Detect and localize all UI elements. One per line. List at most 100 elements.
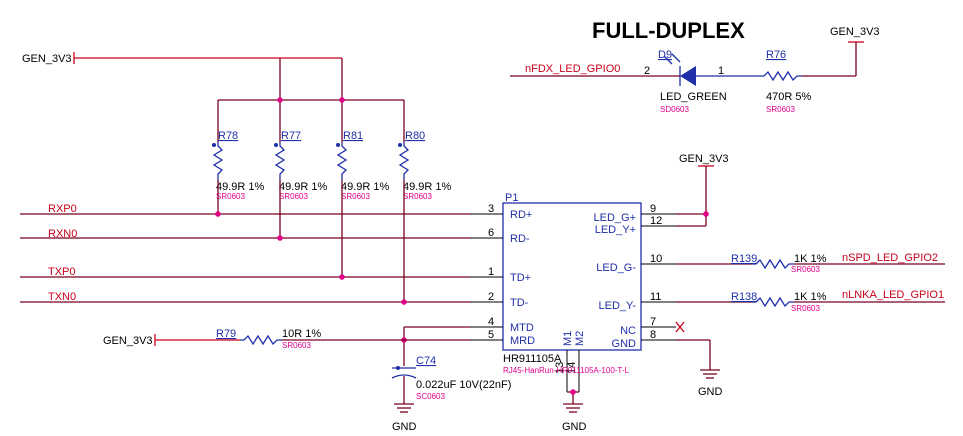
- footprint-label: SR0603: [403, 192, 432, 201]
- pin-name: LED_Y-: [598, 300, 636, 312]
- net-label: TXP0: [48, 266, 76, 278]
- resistor-r78[interactable]: R78 49.9R 1% SR0603: [212, 130, 265, 214]
- pin-name: M2: [574, 331, 586, 346]
- footprint-label: SR0603: [791, 265, 820, 274]
- power-port-gen-3v3-top-right: GEN_3V3: [830, 26, 880, 76]
- net-label: RXN0: [48, 228, 77, 240]
- pin-name: M1: [562, 331, 574, 346]
- power-label: GEN_3V3: [103, 335, 153, 347]
- power-port-gen-3v3-mid: GEN_3V3: [676, 153, 729, 227]
- mtd-mrd-wires: [401, 326, 470, 366]
- pin-name: LED_G-: [596, 262, 636, 274]
- ref-label: R138: [731, 291, 757, 303]
- connector-p1[interactable]: P1 3 6 1 2 4 5 RD+ RD- TD+ TD- MTD MRD 9…: [470, 192, 676, 392]
- power-label: GND: [562, 421, 587, 433]
- net-rxn0: RXN0: [20, 228, 470, 241]
- net-label: TXN0: [48, 291, 76, 303]
- value-label: 49.9R 1%: [279, 181, 328, 193]
- net-label: nFDX_LED_GPIO0: [525, 63, 620, 75]
- footprint-label: SR0603: [341, 192, 370, 201]
- pin-num: 5: [488, 329, 494, 341]
- ic-ref: P1: [505, 192, 518, 204]
- pin-num: 10: [650, 253, 662, 265]
- net-label: nLNKA_LED_GPIO1: [842, 289, 944, 301]
- ref-label: R139: [731, 253, 757, 265]
- ref-label: R76: [766, 49, 786, 61]
- resistor-r77[interactable]: R77 49.9R 1% SR0603: [274, 130, 328, 238]
- value-label: 1K 1%: [794, 253, 827, 265]
- pin-name: TD-: [510, 297, 529, 309]
- ref-label: R81: [343, 130, 363, 142]
- net-rxp0: RXP0: [20, 203, 470, 217]
- net-label: RXP0: [48, 203, 77, 215]
- pin-name: TD+: [510, 272, 531, 284]
- ground-port-c74: GND: [392, 403, 417, 433]
- ref-label: R80: [405, 130, 425, 142]
- pin-num: 13: [554, 362, 566, 374]
- power-label: GND: [392, 421, 417, 433]
- value-label: 49.9R 1%: [341, 181, 390, 193]
- pin-num: 9: [650, 203, 656, 215]
- pin-name: RD-: [510, 233, 530, 245]
- pin-num: 8: [650, 329, 656, 341]
- pin-name: LED_Y+: [595, 224, 636, 236]
- footprint-label: SD0603: [660, 105, 689, 114]
- pin-num: 2: [644, 65, 650, 77]
- footprint-label: SR0603: [282, 341, 311, 350]
- resistor-r81[interactable]: R81 49.9R 1% SR0603: [336, 130, 390, 277]
- footprint-label: SR0603: [279, 192, 308, 201]
- pin-name: RD+: [510, 209, 532, 221]
- pin-name: MTD: [510, 322, 534, 334]
- value-label: 49.9R 1%: [403, 181, 452, 193]
- footprint-label: SR0603: [216, 192, 245, 201]
- nc-marker: [675, 321, 685, 333]
- value-label: 0.022uF 10V(22nF): [416, 379, 511, 391]
- ic-footprint: RJ45-HanRun-HR911105A-100-T-L: [503, 366, 630, 375]
- bias-network-wires: [217, 58, 405, 142]
- pin-name: MRD: [510, 335, 535, 347]
- power-port-gen-3v3-left-top: GEN_3V3: [22, 52, 342, 65]
- net-nfdx: nFDX_LED_GPIO0: [510, 63, 680, 77]
- pin-name: NC: [620, 325, 636, 337]
- resistor-r139[interactable]: R139 1K 1% SR0603 nSPD_LED_GPIO2: [676, 252, 945, 274]
- ground-port-right: GND: [676, 339, 723, 398]
- pin-num: 11: [650, 291, 661, 303]
- pin-name: LED_G+: [594, 212, 637, 224]
- ref-label: C74: [416, 355, 436, 367]
- power-label: GEN_3V3: [22, 53, 72, 65]
- pin-num: 7: [650, 316, 656, 328]
- pin-num: 2: [488, 291, 494, 303]
- value-label: 10R 1%: [282, 328, 321, 340]
- ref-label: R77: [281, 130, 301, 142]
- pin-num: 14: [566, 362, 578, 374]
- power-port-gen-3v3-left-bottom: GEN_3V3: [103, 334, 240, 347]
- resistor-r79[interactable]: R79 10R 1% SR0603: [216, 328, 470, 350]
- schematic-title: FULL-DUPLEX: [592, 18, 745, 43]
- net-txn0: TXN0: [20, 291, 470, 305]
- power-label: GND: [698, 386, 723, 398]
- net-txp0: TXP0: [20, 266, 470, 280]
- net-label: nSPD_LED_GPIO2: [842, 252, 938, 264]
- power-label: GEN_3V3: [830, 26, 880, 38]
- resistor-r76[interactable]: R76 470R 5% SR0603: [760, 49, 856, 114]
- capacitor-c74[interactable]: C74 0.022uF 10V(22nF) SC0603: [391, 355, 511, 404]
- ref-label: D9: [658, 49, 672, 61]
- ic-part-number: HR911105A: [503, 353, 562, 365]
- pin-num: 3: [488, 203, 494, 215]
- ground-port-m: GND: [562, 389, 587, 433]
- footprint-label: SR0603: [766, 105, 795, 114]
- value-label: LED_GREEN: [660, 91, 727, 103]
- pin-num: 1: [488, 266, 494, 278]
- pin-num: 12: [650, 215, 662, 227]
- pin-num: 1: [718, 65, 724, 77]
- power-label: GEN_3V3: [679, 153, 729, 165]
- led-d9[interactable]: D9 2 1 LED_GREEN SD0603: [644, 49, 760, 114]
- resistor-r138[interactable]: R138 1K 1% SR0603 nLNKA_LED_GPIO1: [676, 289, 945, 313]
- value-label: 1K 1%: [794, 291, 827, 303]
- footprint-label: SC0603: [416, 392, 445, 401]
- resistor-r80[interactable]: R80 49.9R 1% SR0603: [398, 130, 452, 302]
- ref-label: R78: [218, 130, 238, 142]
- pin-num: 4: [488, 316, 494, 328]
- pin-name: GND: [612, 338, 637, 350]
